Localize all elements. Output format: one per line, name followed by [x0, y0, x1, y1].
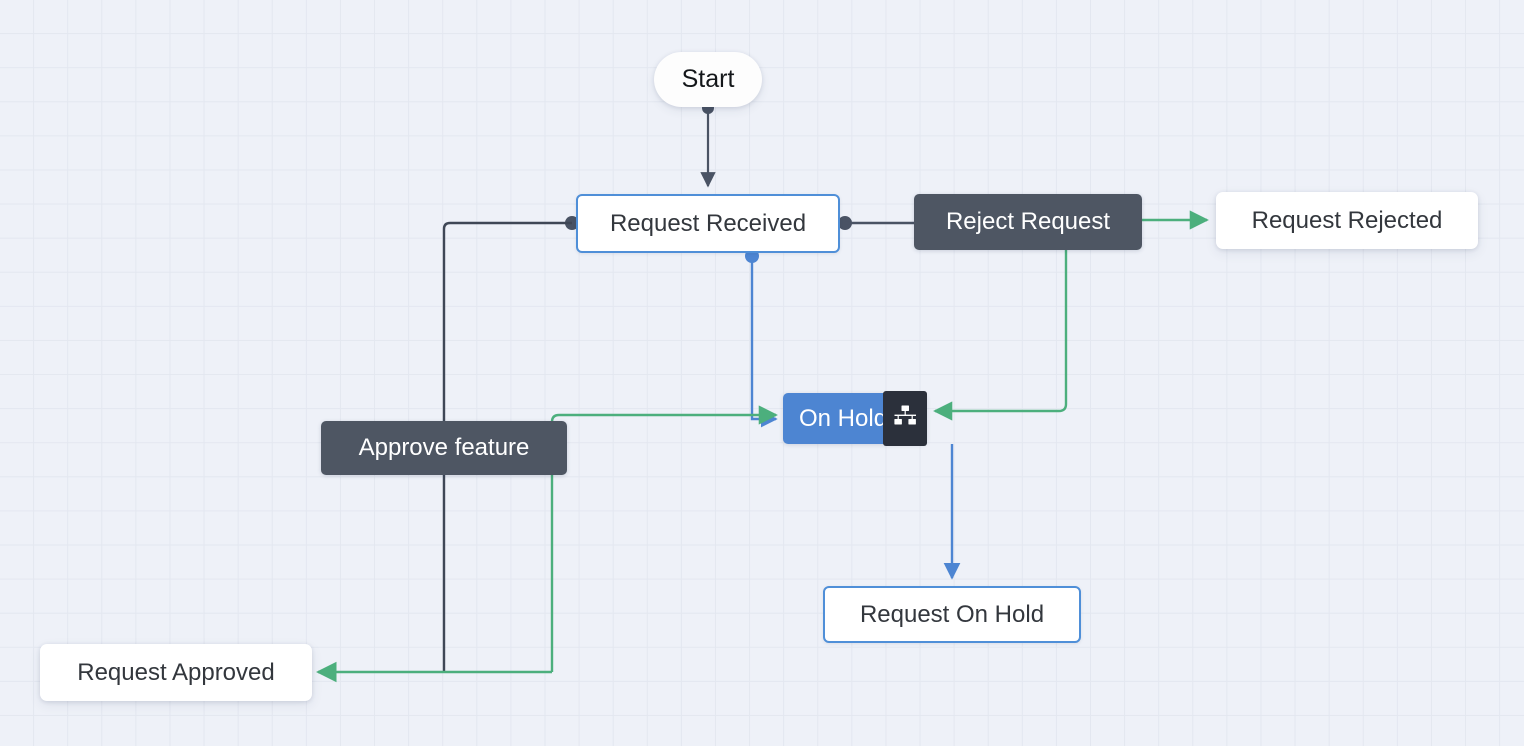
node-request-on-hold-label: Request On Hold — [859, 600, 1045, 628]
edge-label-reject-request-text: Reject Request — [945, 208, 1111, 235]
node-request-received[interactable]: Request Received — [576, 194, 840, 253]
edge-approve-feature-to-on-hold[interactable] — [550, 405, 778, 672]
node-request-approved[interactable]: Request Approved — [40, 644, 312, 701]
node-request-received-label: Request Received — [609, 209, 807, 237]
node-request-approved-label: Request Approved — [77, 658, 275, 686]
edge-label-approve-feature[interactable]: Approve feature — [321, 421, 567, 475]
edge-request-received-to-reject-request[interactable] — [838, 216, 916, 230]
node-request-on-hold[interactable]: Request On Hold — [823, 586, 1081, 643]
node-request-rejected-label: Request Rejected — [1251, 206, 1443, 234]
edge-label-approve-feature-text: Approve feature — [358, 434, 530, 461]
sitemap-icon[interactable] — [892, 404, 918, 433]
node-start-label: Start — [681, 65, 735, 93]
node-on-hold-label: On Hold — [799, 404, 888, 432]
node-toolbar[interactable] — [883, 391, 927, 446]
node-request-rejected[interactable]: Request Rejected — [1216, 192, 1478, 249]
edge-request-received-to-on-hold[interactable] — [745, 249, 778, 428]
edge-start-to-request-received[interactable] — [700, 102, 716, 188]
edge-label-reject-request[interactable]: Reject Request — [914, 194, 1142, 250]
node-start[interactable]: Start — [654, 52, 762, 107]
